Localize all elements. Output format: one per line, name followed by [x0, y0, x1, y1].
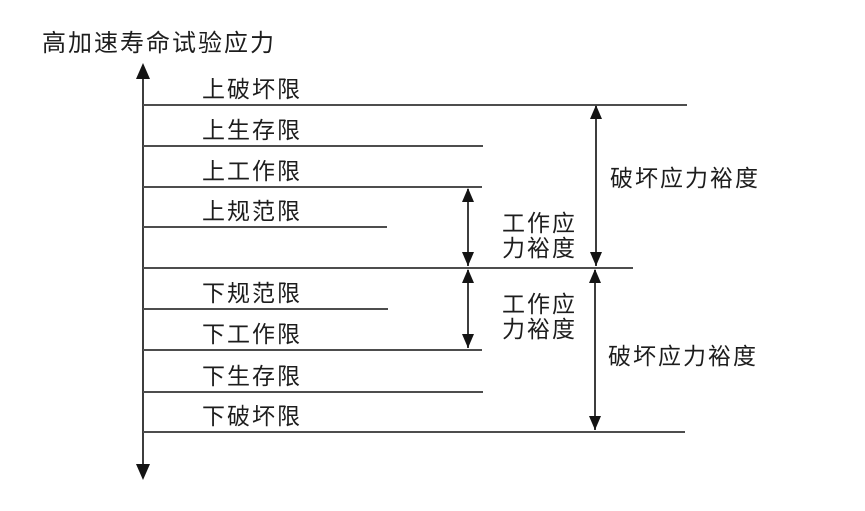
margin-label-lower-destruct: 破坏应力裕度: [608, 344, 758, 369]
arrow-head-up-icon: [462, 188, 474, 202]
limit-line-lower-spec: [143, 308, 388, 310]
limit-line-lower-survival: [143, 391, 483, 393]
limit-label-lower-survival: 下生存限: [202, 364, 302, 389]
limit-line-upper-destruct: [143, 104, 687, 106]
limit-line-lower-destruct: [143, 431, 685, 433]
limit-line-lower-operating: [143, 349, 482, 351]
dim-arrow-upper-operating-margin: [467, 189, 469, 266]
limit-label-upper-operating: 上工作限: [202, 159, 302, 184]
limit-label-lower-spec: 下规范限: [202, 281, 302, 306]
stress-axis-line: [142, 70, 144, 468]
arrow-head-down-icon: [462, 334, 474, 348]
dim-arrow-upper-destruct-margin: [595, 106, 597, 266]
arrow-head-up-icon: [462, 269, 474, 283]
limit-line-upper-survival: [143, 145, 483, 147]
limit-label-upper-spec: 上规范限: [202, 199, 302, 224]
arrow-head-down-icon: [590, 252, 602, 266]
margin-label-lower-operating: 工作应力裕度: [502, 292, 577, 342]
arrow-head-up-icon: [589, 269, 601, 283]
arrow-head-up-icon: [590, 105, 602, 119]
arrow-head-down-icon: [589, 416, 601, 430]
limit-label-lower-destruct: 下破坏限: [202, 404, 302, 429]
axis-arrow-up-icon: [136, 63, 150, 79]
margin-label-upper-destruct: 破坏应力裕度: [610, 166, 760, 191]
limit-label-lower-operating: 下工作限: [202, 322, 302, 347]
limit-line-upper-operating: [143, 186, 482, 188]
limit-label-upper-survival: 上生存限: [202, 118, 302, 143]
margin-label-upper-operating: 工作应力裕度: [502, 211, 577, 261]
axis-title: 高加速寿命试验应力: [42, 31, 276, 57]
dim-arrow-lower-operating-margin: [467, 270, 469, 348]
limit-label-upper-destruct: 上破坏限: [202, 77, 302, 102]
center-baseline: [143, 267, 633, 269]
dim-arrow-lower-destruct-margin: [594, 270, 596, 430]
limit-line-upper-spec: [143, 226, 387, 228]
axis-arrow-down-icon: [136, 464, 150, 480]
arrow-head-down-icon: [462, 252, 474, 266]
